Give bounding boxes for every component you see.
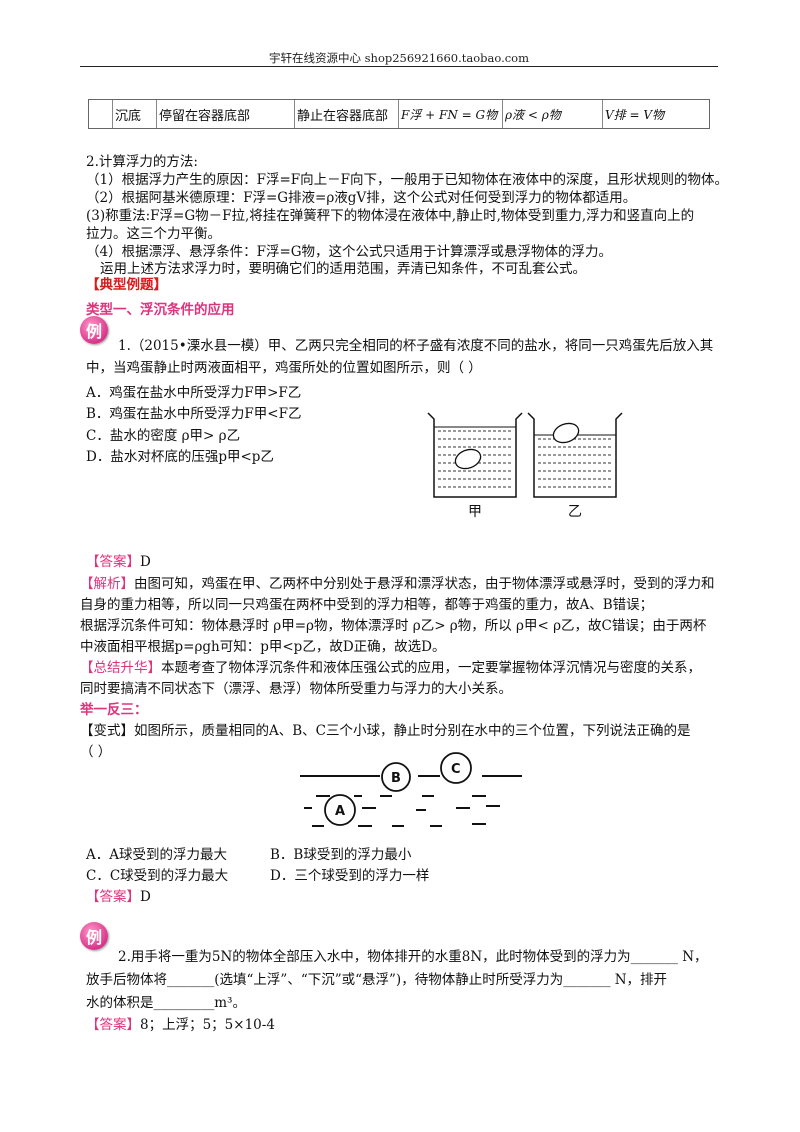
q1-stem-line2: 中，当鸡蛋静止时两液面相平，鸡蛋所处的位置如图所示，则（ ） [86,360,482,376]
q1-stem-line1: 1.（2015•溧水县一模）甲、乙两只完全相同的杯子盛有浓度不同的盐水，将同一只… [118,338,714,354]
q1-answer-value: D [140,554,151,570]
q1-analysis-line2: 自身的重力相等，所以同一只鸡蛋在两杯中受到的浮力相等，都等于鸡蛋的重力，故A、B… [80,597,654,613]
methods-note: 运用上述方法求浮力时，要明确它们的适用范围，弄清已知条件，不可乱套公式。 [100,261,586,277]
ball-b-label: B [391,771,401,786]
method-2: （2）根据阿基米德原理：F浮=G排液=ρ液gV排，这个公式对任何受到浮力的物体都… [86,190,637,206]
egg-in-yi [552,422,580,444]
balls-in-water-figure: A B C [300,752,522,827]
variant-option-a: A．A球受到的浮力最大 [86,847,227,863]
example-badge-2: 例 [80,922,108,950]
label-yi: 乙 [568,504,582,520]
q2-stem-line1: 2.用手将一重为5N的物体全部压入水中，物体排开的水重8N，此时物体受到的浮力为… [118,949,708,965]
variant-answer: 【答案】D [86,885,151,905]
ball-c: C [440,752,472,784]
q1-option-a: A．鸡蛋在盐水中所受浮力F甲>F乙 [86,385,302,401]
example-badge-1: 例 [80,316,108,344]
q1-summary-line2: 同时要搞清不同状态下（漂浮、悬浮）物体所受重力与浮力的大小关系。 [80,681,512,697]
cell-rest: 静止在容器底部 [295,100,399,128]
header-rule [80,66,718,67]
q1-answer: 【答案】D [86,550,151,570]
q1-analysis-line1: 【解析】由图可知，鸡蛋在甲、乙两杯中分别处于悬浮和漂浮状态，由于物体漂浮或悬浮时… [80,572,715,592]
q2-answer-value: 8；上浮；5；5×10-4 [140,1017,275,1033]
variant-answer-tag: 【答案】 [86,889,140,905]
cell-state: 沉底 [113,100,157,128]
q1-summary-text1: 本题考查了物体浮沉条件和液体压强公式的应用，一定要掌握物体浮沉情况与密度的关系， [161,660,701,676]
beaker-jia [427,412,523,498]
variant-option-b: B．B球受到的浮力最小 [270,847,412,863]
table-spacer-cell [89,100,113,128]
egg-in-jia [454,448,482,470]
variant-title: 举一反三： [80,702,148,718]
cell-density-equation: ρ液 < ρ物 [503,100,603,128]
variant-option-c: C．C球受到的浮力最大 [86,868,229,884]
q1-summary-line1: 【总结升华】本题考查了物体浮沉条件和液体压强公式的应用，一定要掌握物体浮沉情况与… [80,656,701,676]
ball-c-label: C [451,762,461,777]
q2-answer-tag: 【答案】 [86,1017,140,1033]
ball-a-label: A [335,804,345,819]
q1-option-d: D．盐水对杯底的压强p甲<p乙 [86,449,274,465]
beaker-yi [527,412,623,498]
cell-volume-equation: V排 = V物 [605,107,665,122]
q1-option-c: C．盐水的密度 ρ甲> ρ乙 [86,428,241,444]
section-title-typical-examples: 【典型例题】 [86,277,167,293]
variant-stem-line2: （ ） [80,744,112,760]
ball-a: A [324,794,356,826]
type1-title: 类型一、浮沉条件的应用 [86,302,235,318]
page-header: 宇轩在线资源中心 shop256921660.taobao.com [268,51,530,65]
variant-stem-text: 如图所示，质量相同的A、B、C三个小球，静止时分别在水中的三个位置，下列说法正确… [134,723,691,739]
q2-answer: 【答案】8；上浮；5；5×10-4 [86,1013,275,1033]
method-1: （1）根据浮力产生的原因：F浮=F向上－F向下，一般用于已知物体在液体中的深度，… [86,172,729,188]
q1-analysis-line4: 中液面相平根据p=ρgh可知：p甲<p乙，故D正确，故选D。 [80,639,446,655]
variant-answer-value: D [140,889,151,905]
method-3-line2: 拉力。这三个力平衡。 [86,226,221,242]
methods-title: 2.计算浮力的方法: [86,154,198,170]
cell-condition: 停留在容器底部 [157,100,295,128]
sink-condition-table-row: 沉底 停留在容器底部 静止在容器底部 F浮 + FN = G物 ρ液 < ρ物 … [88,99,710,129]
variant-tag: 【变式】 [80,723,134,739]
q1-analysis-line3: 根据浮沉条件可知：物体悬浮时 ρ甲=ρ物，物体漂浮时 ρ乙> ρ物，所以 ρ甲<… [80,618,707,634]
q1-option-b: B．鸡蛋在盐水中所受浮力F甲<F乙 [86,406,302,422]
q2-stem-line3: 水的体积是_________m³。 [86,995,246,1011]
method-3-line1: (3)称重法:F浮=G物－F拉,将挂在弹簧秤下的物体浸在液体中,静止时,物体受到… [86,208,695,224]
q1-analysis-tag: 【解析】 [80,576,134,592]
ball-b: B [381,762,411,792]
variant-option-d: D．三个球受到的浮力一样 [270,868,430,884]
q1-analysis-text1: 由图可知，鸡蛋在甲、乙两杯中分别处于悬浮和漂浮状态，由于物体漂浮或悬浮时，受到的… [134,576,715,592]
q2-stem-line2: 放手后物体将_______(选填“上浮”、“下沉”或“悬浮”)，待物体静止时所受… [86,972,668,988]
label-jia: 甲 [468,504,482,520]
variant-stem-line1: 【变式】如图所示，质量相同的A、B、C三个小球，静止时分别在水中的三个位置，下列… [80,719,691,739]
cell-force-equation: F浮 + FN = G物 [399,100,503,128]
q1-answer-tag: 【答案】 [86,554,140,570]
beakers-figure: 甲 乙 [427,412,623,520]
method-4: （4）根据漂浮、悬浮条件：F浮=G物，这个公式只适用于计算漂浮或悬浮物体的浮力。 [86,244,613,260]
q1-summary-tag: 【总结升华】 [80,660,161,676]
